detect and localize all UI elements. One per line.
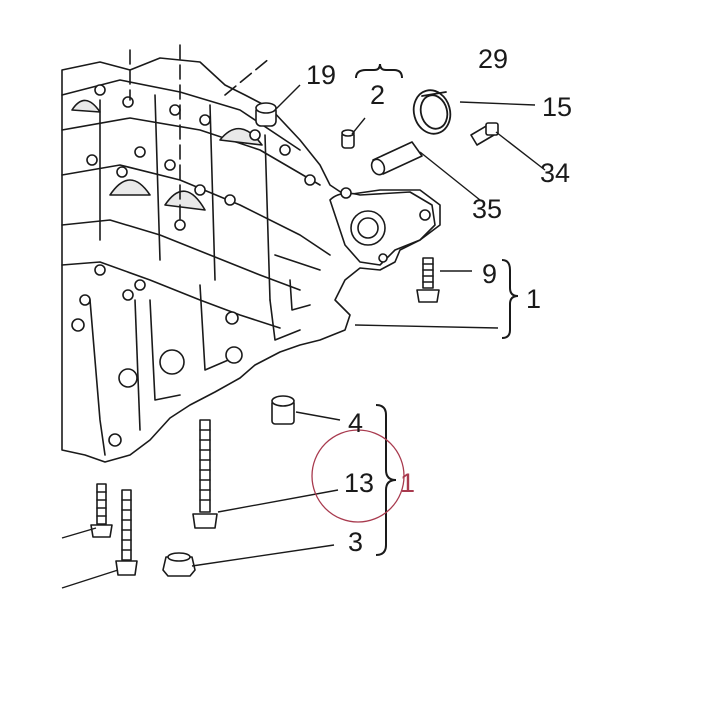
engine-block: [61, 44, 441, 463]
leader-13: [217, 489, 339, 513]
leader-3: [191, 544, 335, 567]
part-34-plug-screw: [470, 122, 499, 146]
label-1-lower: 1: [400, 468, 415, 498]
leader-2: [351, 117, 366, 135]
lower-left-bolts: [90, 483, 138, 576]
label-13: 13: [344, 468, 374, 498]
leader-lines: [61, 84, 546, 589]
part-2-dowel-pin: [341, 129, 355, 149]
leader-1-upper: [354, 324, 499, 329]
highlight-circle: [311, 429, 405, 523]
label-3: 3: [348, 527, 363, 557]
leader-35: [419, 151, 481, 201]
part-15-cap-plug: [412, 89, 452, 135]
part-9-bolt: [416, 257, 440, 303]
part-4-dowel-sleeve: [271, 395, 295, 425]
callout-labels: 29 19 2 15 34 35 9 1 4 13 1 3: [306, 44, 572, 557]
label-29: 29: [478, 44, 508, 74]
part-19-bushing: [255, 102, 277, 127]
label-9: 9: [482, 259, 497, 289]
brace-1-upper: [501, 259, 519, 339]
leader-19: [274, 84, 301, 111]
part-3-nut: [162, 552, 196, 577]
part-13-long-bolt: [192, 419, 218, 529]
label-19: 19: [306, 60, 336, 90]
label-15: 15: [542, 92, 572, 122]
leader-4: [295, 411, 341, 421]
label-4: 4: [348, 408, 363, 438]
leader-left-2: [61, 569, 119, 589]
leader-left-1: [61, 527, 97, 539]
label-35: 35: [472, 194, 502, 224]
label-29-crop-mask: [470, 0, 530, 48]
label-34: 34: [540, 158, 570, 188]
label-1-upper: 1: [526, 284, 541, 314]
brace-1-lower: [375, 404, 397, 556]
brace-2: [355, 63, 403, 79]
leader-15: [459, 101, 536, 106]
label-2: 2: [370, 80, 385, 110]
part-35-sleeve: [370, 141, 423, 176]
braces: [355, 63, 519, 556]
leader-34: [495, 131, 546, 171]
